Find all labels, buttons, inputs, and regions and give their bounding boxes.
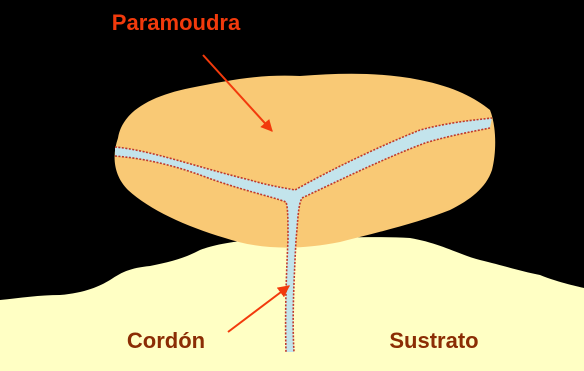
cord-label: Cordón <box>127 328 205 353</box>
substrate-label: Sustrato <box>389 328 478 353</box>
title-label: Paramoudra <box>112 10 241 35</box>
